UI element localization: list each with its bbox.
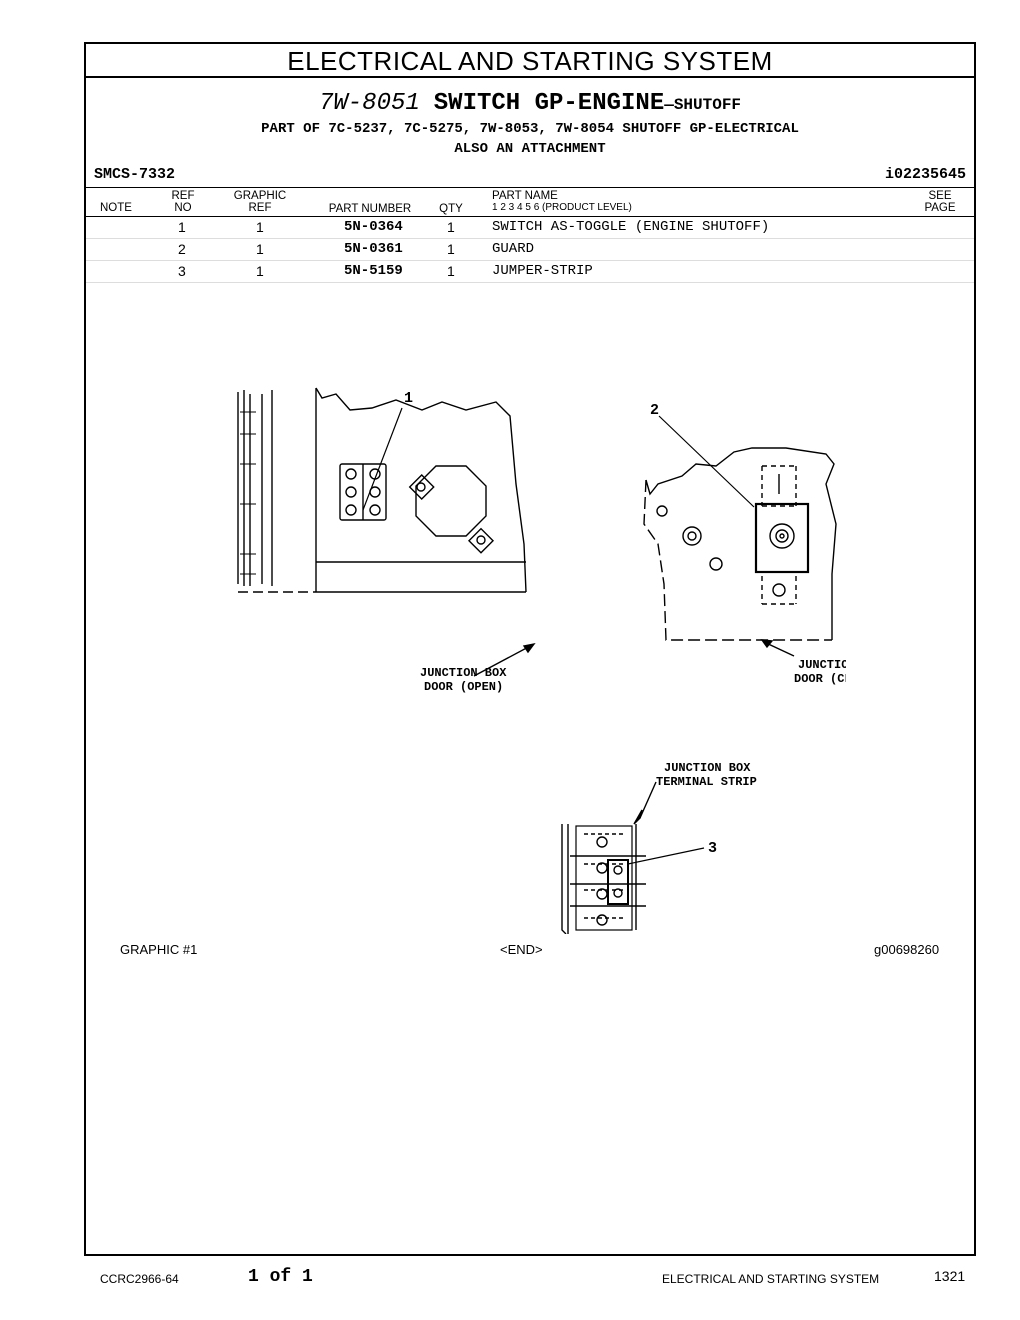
col-see-page-line1: SEE — [928, 190, 952, 202]
part-number-title: 7W-8051 — [318, 90, 420, 117]
part-name: SWITCH AS-TOGGLE (ENGINE SHUTOFF) — [492, 219, 770, 235]
callout-1: 1 — [404, 390, 413, 407]
graphic-ref: 1 — [256, 241, 264, 257]
col-ref-no: REF NO — [168, 190, 198, 214]
footer-section: ELECTRICAL AND STARTING SYSTEM — [662, 1272, 880, 1286]
junction-box-door-open — [237, 387, 527, 593]
callout-3: 3 — [708, 840, 717, 857]
table-row: 3 1 5N-5159 1 JUMPER-STRIP — [86, 260, 974, 283]
qty: 1 — [447, 263, 455, 279]
doc-id: CCRC2966-64 — [100, 1272, 179, 1286]
part-name-title: SWITCH GP-ENGINE — [433, 90, 665, 117]
part-number: 5N-0361 — [344, 241, 403, 257]
col-graphic-ref: GRAPHIC REF — [230, 190, 290, 214]
attachment-line: ALSO AN ATTACHMENT — [454, 141, 606, 157]
header-divider — [86, 187, 974, 188]
col-part-number: PART NUMBER — [328, 203, 412, 215]
end-marker: <END> — [500, 942, 543, 957]
junction-box-terminal-strip — [561, 781, 705, 934]
parts-illustration: 1 2 3 JUNCTION BOX DOOR (OPEN) JUNCTION … — [237, 387, 846, 934]
ref-no: 2 — [178, 241, 186, 257]
col-see-page-line2: PAGE — [924, 202, 956, 214]
part-name: JUMPER-STRIP — [492, 263, 593, 279]
qty: 1 — [447, 241, 455, 257]
qty: 1 — [447, 219, 455, 235]
page-of: 1 of 1 — [248, 1267, 313, 1287]
junction-box-door-closed — [643, 415, 837, 641]
col-note: NOTE — [100, 202, 132, 214]
col-part-name: PART NAME 1 2 3 4 5 6 (PRODUCT LEVEL) — [492, 190, 632, 214]
info-ref-id: i02235645 — [884, 166, 966, 183]
graphic-caption: GRAPHIC #1 — [120, 942, 198, 957]
col-see-page: SEE PAGE — [922, 190, 958, 214]
part-name: GUARD — [492, 241, 535, 257]
part-number: 5N-0364 — [344, 219, 403, 235]
col-part-name-line1: PART NAME — [492, 190, 558, 202]
label-terminal-strip-line1: JUNCTION BOX — [664, 761, 751, 775]
label-door-closed-line1: JUNCTION BOX — [798, 658, 846, 672]
page-number: 1321 — [934, 1268, 966, 1284]
part-number: 5N-5159 — [344, 263, 403, 279]
graphic-id: g00698260 — [874, 942, 940, 957]
ref-no: 1 — [178, 219, 186, 235]
col-graphic-ref-line1: GRAPHIC — [233, 190, 287, 202]
col-qty: QTY — [439, 203, 463, 215]
label-terminal-strip-line2: TERMINAL STRIP — [656, 775, 757, 789]
part-of-line: PART OF 7C-5237, 7C-5275, 7W-8053, 7W-80… — [261, 121, 799, 137]
callout-2: 2 — [650, 402, 659, 419]
col-ref-no-line1: REF — [171, 190, 195, 202]
column-divider — [86, 216, 974, 217]
table-row: 2 1 5N-0361 1 GUARD — [86, 238, 974, 261]
section-title: ELECTRICAL AND STARTING SYSTEM — [86, 44, 974, 78]
part-header: 7W-8051 SWITCH GP-ENGINE—SHUTOFF PART OF … — [86, 78, 974, 159]
col-ref-no-line2: NO — [174, 202, 192, 214]
graphic-ref: 1 — [256, 219, 264, 235]
col-product-level: 1 2 3 4 5 6 (PRODUCT LEVEL) — [492, 202, 632, 213]
graphic-ref: 1 — [256, 263, 264, 279]
part-title: 7W-8051 SWITCH GP-ENGINE—SHUTOFF — [86, 90, 974, 119]
smcs-code: SMCS-7332 — [94, 166, 176, 183]
label-door-closed-line2: DOOR (CLOSED) — [794, 672, 846, 686]
label-door-open-line1: JUNCTION BOX — [420, 666, 507, 680]
part-name-suffix: —SHUTOFF — [664, 96, 742, 114]
table-row: 1 1 5N-0364 1 SWITCH AS-TOGGLE (ENGINE S… — [86, 216, 974, 239]
col-graphic-ref-line2: REF — [248, 202, 272, 214]
ref-no: 3 — [178, 263, 186, 279]
label-door-open-line2: DOOR (OPEN) — [424, 680, 503, 694]
